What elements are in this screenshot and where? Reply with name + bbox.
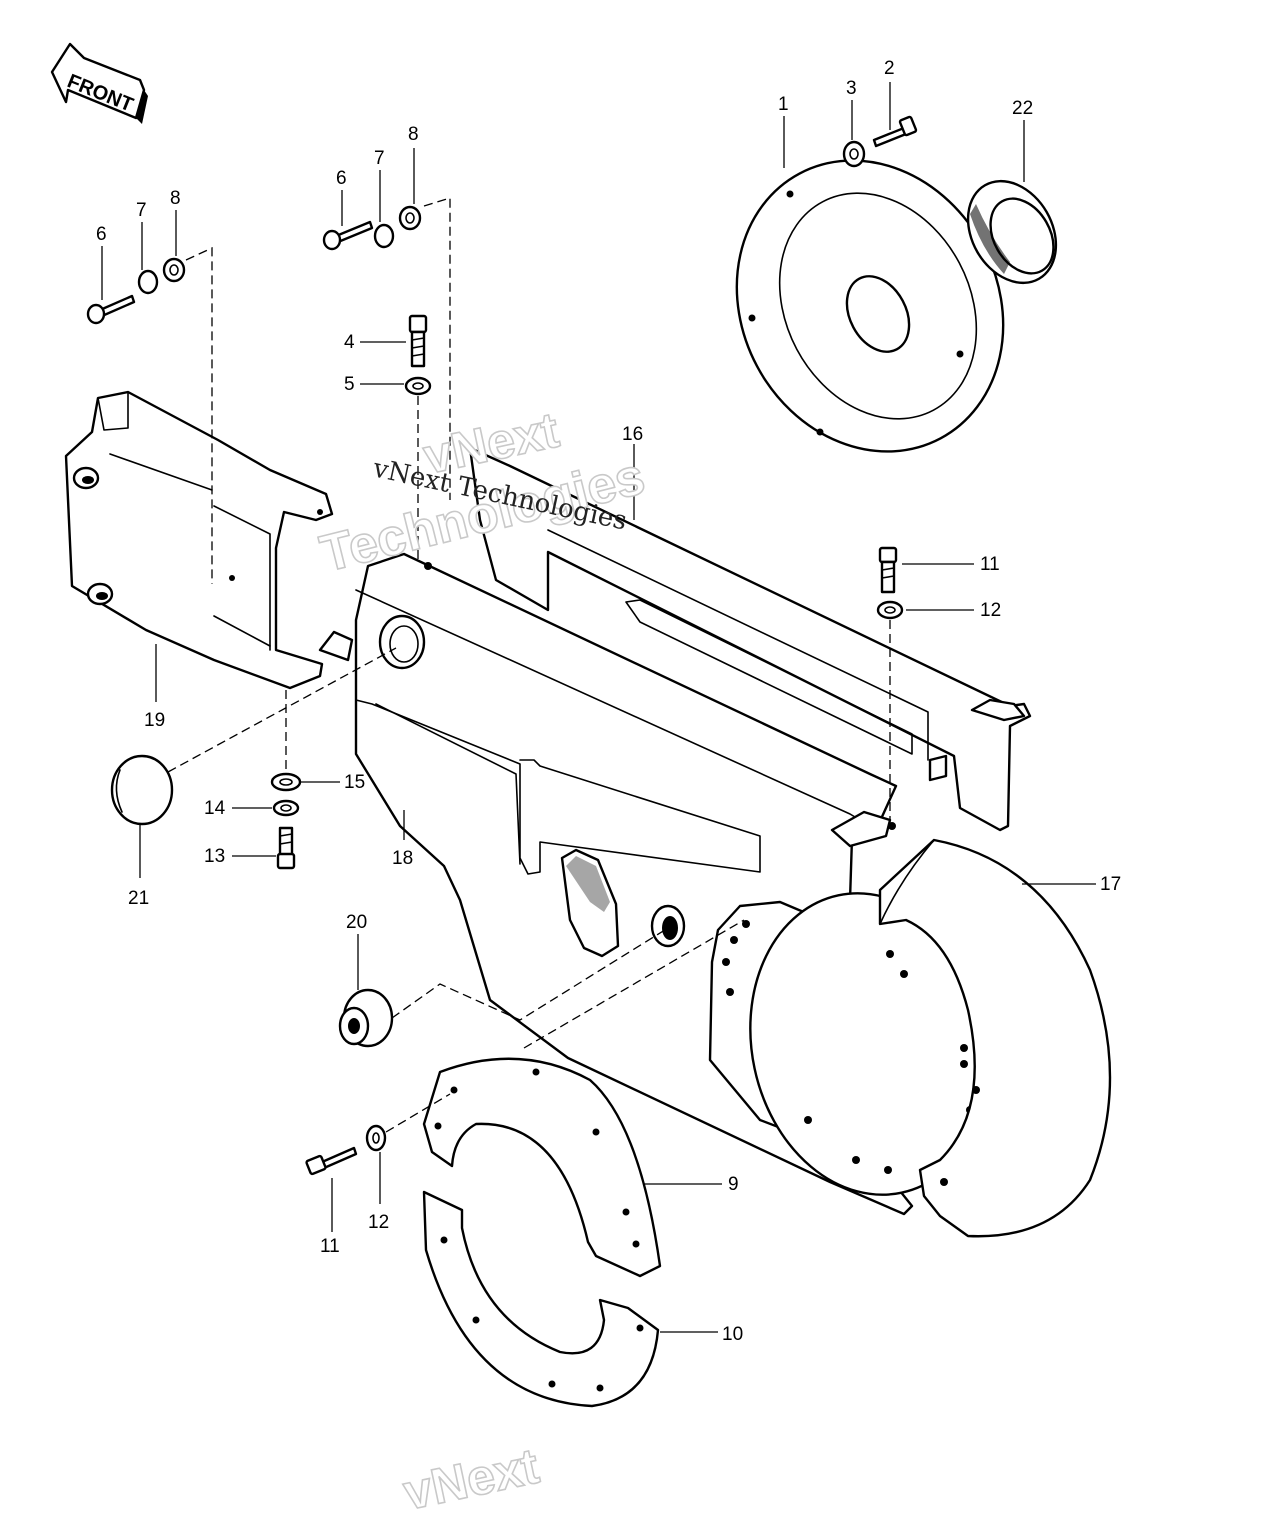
part-13-bolt (276, 826, 296, 870)
left-lockwasher-7 (137, 269, 159, 295)
callout-20: 20 (346, 912, 367, 933)
callout-12-lower: 12 (368, 1212, 389, 1233)
callout-14: 14 (204, 798, 226, 819)
callout-4: 4 (344, 332, 355, 353)
part-4-bolt (408, 314, 428, 368)
part-10-half-shield (422, 1190, 660, 1408)
part-14-lockwasher (272, 799, 300, 817)
callout-11-lower: 11 (320, 1236, 340, 1257)
part-21-plug-cap (110, 754, 174, 826)
callout-8-mid: 8 (408, 124, 419, 145)
callout-3: 3 (846, 78, 857, 99)
lower-washer-12 (365, 1124, 387, 1152)
callout-21: 21 (128, 888, 149, 909)
right-washer-12 (876, 600, 904, 620)
callout-19: 19 (144, 710, 165, 731)
callout-5: 5 (344, 374, 355, 395)
watermark-vnext-top: vNext (419, 402, 564, 485)
callout-18: 18 (392, 848, 413, 869)
lower-bolt-11 (305, 1146, 358, 1176)
callout-9: 9 (728, 1174, 739, 1195)
callout-16: 16 (622, 424, 643, 445)
part-2-bolt (872, 115, 918, 148)
watermark-vnext-bottom: vNext (399, 1438, 544, 1521)
mid-lockwasher-7 (373, 223, 395, 249)
callout-6-mid: 6 (336, 168, 347, 189)
part-3-washer (842, 140, 866, 168)
callout-15: 15 (344, 772, 365, 793)
callout-13: 13 (204, 846, 225, 867)
mid-screw-6 (322, 220, 374, 251)
part-19-bracket (64, 390, 354, 690)
callout-2: 2 (884, 58, 895, 79)
left-washer-8 (162, 257, 186, 283)
callout-7-left: 7 (136, 200, 147, 221)
part-9-half-shield (422, 1057, 662, 1278)
leader-lines (101, 82, 1096, 1333)
part-1-outer-cover (735, 159, 1005, 453)
part-16-inner-guard (468, 446, 1032, 832)
callout-8-left: 8 (170, 188, 181, 209)
callout-1: 1 (778, 94, 789, 115)
callout-12-right: 12 (980, 600, 1001, 621)
front-arrow-badge: FRONT (50, 42, 148, 124)
assembly-lines (167, 197, 891, 1133)
part-20-grommet (338, 988, 394, 1048)
part-18-chain-case (354, 552, 991, 1216)
callout-11-right: 11 (980, 554, 1000, 575)
callout-17: 17 (1100, 874, 1121, 895)
mid-washer-8 (398, 205, 422, 231)
right-bolt-11 (878, 546, 898, 594)
callout-10: 10 (722, 1324, 743, 1345)
part-5-washer (404, 376, 432, 396)
callout-7-mid: 7 (374, 148, 385, 169)
part-15-washer (270, 772, 302, 792)
callout-22: 22 (1012, 98, 1033, 119)
callout-numbers: 1 2 3 22 6 7 8 6 7 8 4 5 16 11 12 19 15 … (96, 58, 1121, 1345)
left-screw-6 (86, 294, 136, 325)
callout-6-left: 6 (96, 224, 107, 245)
part-22-seal (966, 179, 1058, 285)
part-17-sprocket-cover (878, 838, 1112, 1238)
